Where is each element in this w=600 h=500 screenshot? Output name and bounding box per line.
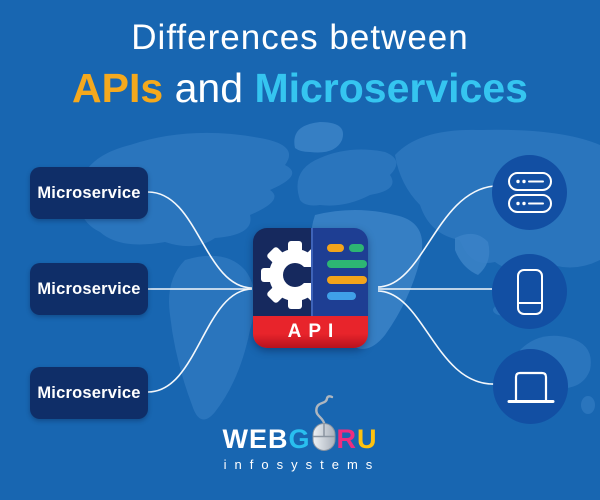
connector-right-bottom (377, 290, 496, 385)
device-circle-mobile (492, 254, 567, 329)
logo-r: R (336, 423, 357, 454)
api-icon-top (253, 228, 368, 316)
code-bar-green-long (327, 260, 367, 268)
laptop-icon (507, 371, 554, 403)
webguru-logo: WEB G R U infosystems (0, 394, 600, 472)
microservice-box-1: Microservice (30, 167, 148, 219)
title-microservices: Microservices (254, 65, 528, 111)
page-title: Differences between APIs and Microservic… (0, 18, 600, 112)
api-gear-panel (253, 228, 311, 316)
code-bar-orange-short (327, 244, 344, 252)
code-bar-blue-medium (327, 292, 356, 300)
connector-right-top (377, 185, 495, 288)
api-band: API (253, 316, 368, 348)
api-code-panel (313, 228, 368, 316)
microservice-label: Microservice (37, 383, 141, 402)
microservice-box-2: Microservice (30, 263, 148, 315)
logo-g: G (288, 423, 311, 454)
logo-wordmark: WEB G R U (222, 394, 377, 453)
code-bar-green-short (349, 244, 364, 252)
gear-icon (261, 241, 311, 309)
device-circle-server (492, 155, 567, 230)
api-icon: API (253, 228, 368, 348)
microservice-label: Microservice (37, 279, 141, 298)
title-apis: APIs (72, 65, 164, 111)
microservice-label: Microservice (37, 183, 141, 202)
logo-web: WEB (222, 423, 289, 454)
connector-left-top (147, 191, 253, 289)
code-bar-orange-long (327, 276, 367, 284)
api-label: API (287, 321, 341, 342)
mobile-icon (516, 268, 543, 315)
api-panel-divider (311, 228, 313, 316)
title-line2: APIs and Microservices (0, 65, 600, 112)
device-circle-laptop (493, 349, 568, 424)
title-and: and (174, 65, 244, 111)
connector-left-bottom (147, 288, 253, 393)
logo-subtitle: infosystems (223, 457, 381, 472)
logo-u: U (357, 423, 378, 454)
server-icon (507, 172, 552, 213)
title-line1: Differences between (131, 18, 469, 57)
microservice-box-3: Microservice (30, 367, 148, 419)
mouse-icon (312, 395, 335, 451)
